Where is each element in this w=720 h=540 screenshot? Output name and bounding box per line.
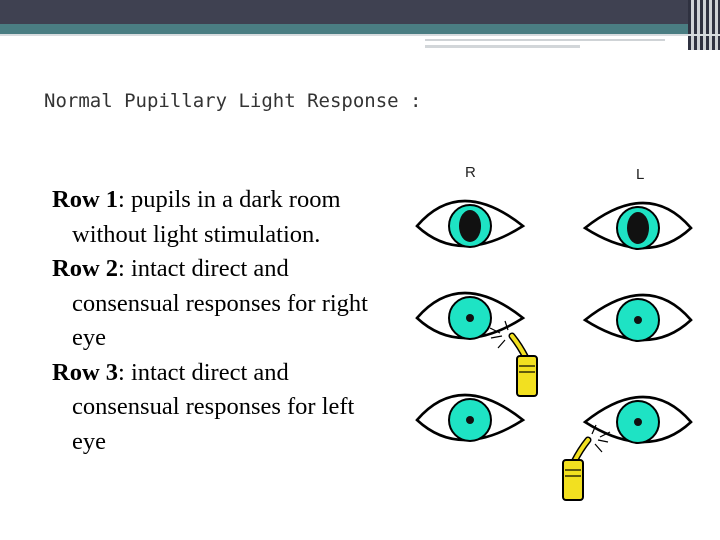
divider-line bbox=[0, 34, 720, 36]
right-eye-label: R bbox=[465, 164, 476, 181]
row-label: Row 3 bbox=[52, 358, 119, 386]
list-item: Row 3: intact direct and consensual resp… bbox=[52, 356, 382, 460]
row-label: Row 2 bbox=[52, 255, 119, 282]
left-eye-label: L bbox=[636, 166, 644, 183]
light-rays-icon bbox=[591, 424, 611, 453]
penlight-icon bbox=[512, 336, 537, 396]
row-description: : intact direct and consensual responses… bbox=[72, 358, 355, 455]
header-accent-band bbox=[0, 24, 720, 34]
header-bar bbox=[0, 0, 720, 24]
eye-right-row2 bbox=[415, 291, 525, 340]
header-stripes bbox=[688, 0, 720, 50]
slide-body: Row 1: pupils in a dark room without lig… bbox=[52, 183, 382, 459]
eye-left-row3 bbox=[583, 395, 693, 444]
row-label: Row 1 bbox=[52, 186, 119, 213]
row-description: : pupils in a dark room without light st… bbox=[72, 186, 341, 248]
eye-left-row2 bbox=[583, 293, 693, 342]
eye-right-row1 bbox=[415, 199, 525, 248]
divider-line bbox=[425, 39, 665, 41]
eye-left-row1 bbox=[583, 201, 693, 250]
divider-line bbox=[425, 45, 580, 48]
list-item: Row 1: pupils in a dark room without lig… bbox=[52, 183, 382, 252]
slide-title: Normal Pupillary Light Response : bbox=[44, 90, 422, 112]
penlight-icon bbox=[563, 440, 588, 500]
pupil-diagram: R L bbox=[415, 164, 693, 540]
eye-right-row3 bbox=[415, 393, 525, 442]
light-rays-icon bbox=[489, 320, 509, 349]
row-description: : intact direct and consensual responses… bbox=[72, 255, 368, 351]
list-item: Row 2: intact direct and consensual resp… bbox=[52, 252, 382, 356]
